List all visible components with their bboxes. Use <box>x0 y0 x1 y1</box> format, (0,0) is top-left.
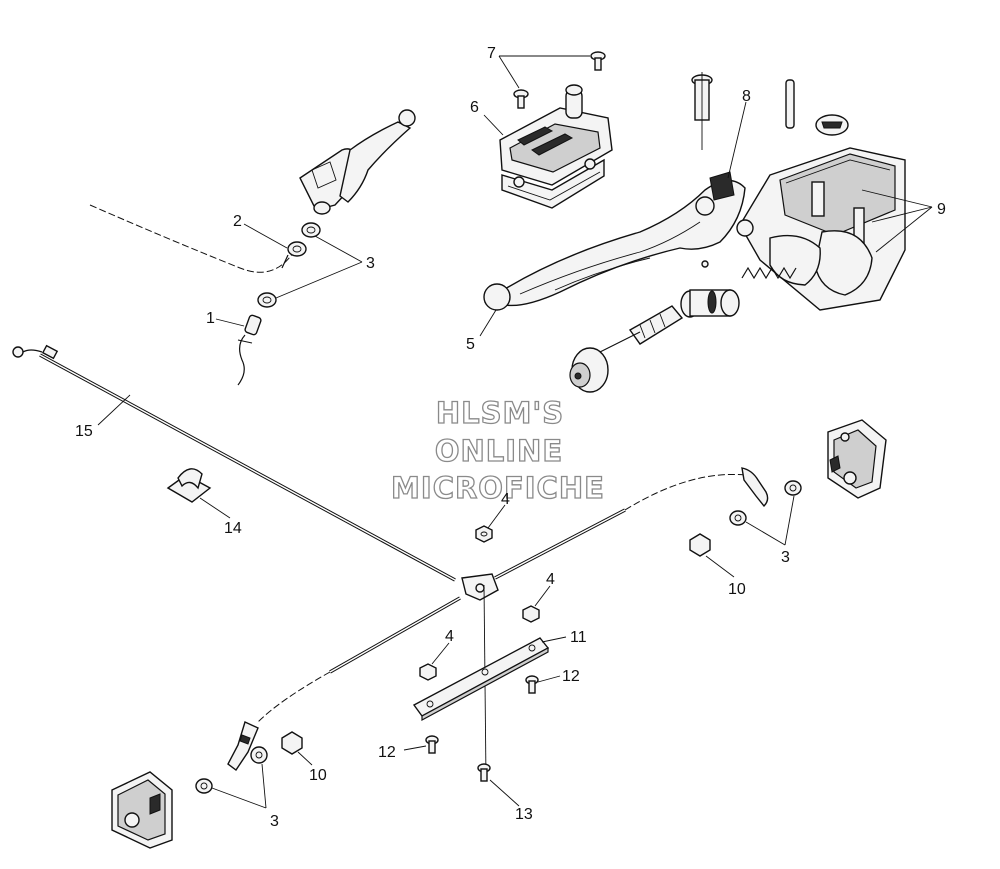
banjo-fitting-2 <box>281 241 307 269</box>
callout-6: 6 <box>470 99 479 116</box>
washer-left-b <box>195 778 213 794</box>
brake-line-15 <box>12 344 456 582</box>
callout-8: 8 <box>742 88 751 105</box>
mounting-plate-11 <box>412 637 550 722</box>
brake-lever-5 <box>483 171 746 311</box>
washer-right-a <box>784 480 802 496</box>
washer-right-b <box>729 510 747 526</box>
callout-numbers: 1 2 3 3 3 4 4 4 5 6 7 8 9 10 10 11 12 12… <box>75 45 946 830</box>
brake-caliper-left <box>111 771 173 849</box>
reservoir-cap <box>815 114 849 136</box>
watermark-line-1: HLSM'S <box>436 396 564 430</box>
master-cylinder-body <box>736 147 906 311</box>
bolt-10b <box>281 731 303 755</box>
callout-12-lower: 12 <box>378 744 396 761</box>
watermark: HLSM'S ONLINE MICROFICHE <box>390 395 605 505</box>
sealing-washer-upper-b <box>257 292 277 308</box>
watermark-line-2: ONLINE <box>435 434 563 468</box>
brake-hose-upper <box>89 204 296 273</box>
callout-3-right: 3 <box>781 549 790 566</box>
callout-14: 14 <box>224 520 242 537</box>
sealing-washer-upper-a <box>301 222 321 238</box>
nut-4c <box>419 663 437 681</box>
reservoir-cover-6 <box>499 84 613 209</box>
washer-left-a <box>250 746 268 764</box>
cover-screw-7a <box>590 51 606 71</box>
dust-boot <box>599 305 684 353</box>
pin <box>785 79 795 129</box>
watermark-line-3: MICROFICHE <box>391 471 605 505</box>
callout-10-left: 10 <box>309 767 327 784</box>
nut-4a <box>475 525 493 543</box>
callout-12-upper: 12 <box>562 668 580 685</box>
hose-clip-14 <box>166 468 212 503</box>
screw-12a <box>525 675 539 694</box>
spring <box>741 266 797 280</box>
brake-switch-1 <box>237 314 262 386</box>
bolt-13 <box>477 763 491 782</box>
callout-5: 5 <box>466 336 475 353</box>
callout-10-right: 10 <box>728 581 746 598</box>
callout-11: 11 <box>570 629 587 646</box>
callout-9: 9 <box>937 201 946 218</box>
nut-4b <box>522 605 540 623</box>
callout-2: 2 <box>233 213 242 230</box>
callout-7: 7 <box>487 45 496 62</box>
callout-1: 1 <box>206 310 215 327</box>
callout-15: 15 <box>75 423 93 440</box>
brake-line-left <box>227 596 461 772</box>
callout-4-top: 4 <box>501 491 510 508</box>
brake-caliper-right <box>827 419 887 499</box>
piston-seal <box>680 289 740 318</box>
cover-screw-7b <box>513 89 529 109</box>
bolt-10a <box>689 533 711 557</box>
pushrod-cap <box>569 347 609 393</box>
screw-12b <box>425 735 439 754</box>
hand-brake-lever-upper-left <box>299 109 416 215</box>
callout-3-left: 3 <box>270 813 279 830</box>
brake-line-right <box>494 467 769 580</box>
callout-4-middle: 4 <box>546 571 555 588</box>
callout-4-lower: 4 <box>445 628 454 645</box>
callout-3-upper: 3 <box>366 255 375 272</box>
pivot-bolt <box>691 72 713 150</box>
callout-13: 13 <box>515 806 533 823</box>
leader-lines <box>97 55 933 809</box>
